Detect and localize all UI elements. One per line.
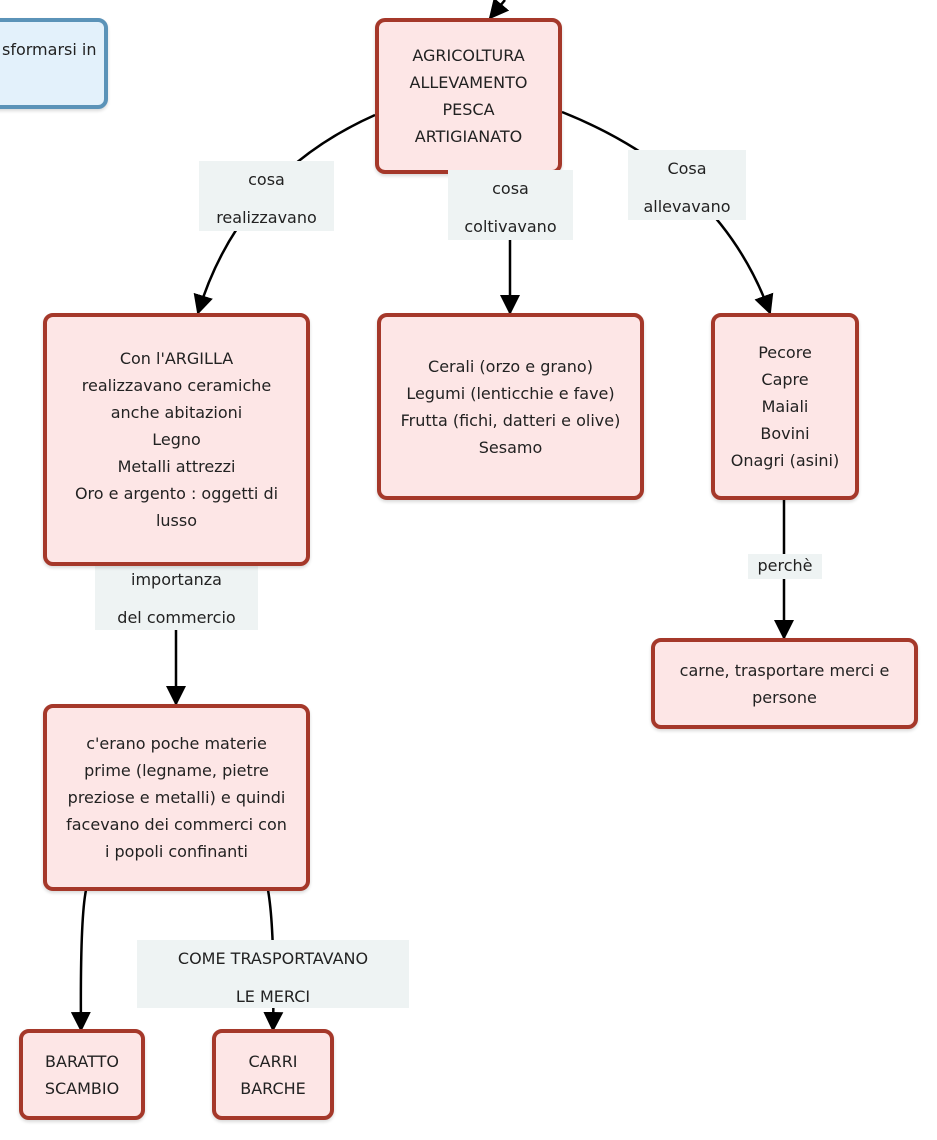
materie-prime-node[interactable]: c'erano poche materie prime (legname, pi… [43, 704, 310, 891]
baratto-node[interactable]: BARATTO SCAMBIO [19, 1029, 145, 1120]
label-allevavano: Cosa allevavano [628, 150, 746, 220]
allevamento-node-text: Pecore Capre Maiali Bovini Onagri (asini… [730, 343, 840, 470]
label-trasporto: COME TRASPORTAVANO LE MERCI [137, 940, 409, 1008]
label-perche: perchè [748, 554, 822, 579]
artigianato-node-text: Con l'ARGILLA realizzavano ceramiche anc… [74, 349, 279, 530]
coltivazioni-node[interactable]: Cerali (orzo e grano) Legumi (lenticchie… [377, 313, 644, 500]
connector-materie-to-baratto [70, 889, 91, 1032]
label-realizzavano: cosa realizzavano [199, 161, 334, 231]
carri-node-text: CARRI BARCHE [240, 1051, 306, 1098]
materie-prime-node-text: c'erano poche materie prime (legname, pi… [66, 734, 287, 861]
allevamento-node[interactable]: Pecore Capre Maiali Bovini Onagri (asini… [711, 313, 859, 500]
partial-node-text: sformarsi in [2, 40, 97, 59]
main-node[interactable]: AGRICOLTURA ALLEVAMENTO PESCA ARTIGIANAT… [375, 18, 562, 174]
uso-animali-node[interactable]: carne, trasportare merci e persone [651, 638, 918, 729]
artigianato-node[interactable]: Con l'ARGILLA realizzavano ceramiche anc… [43, 313, 310, 566]
main-node-text: AGRICOLTURA ALLEVAMENTO PESCA ARTIGIANAT… [409, 46, 528, 146]
coltivazioni-node-text: Cerali (orzo e grano) Legumi (lenticchie… [400, 356, 621, 457]
label-coltivavano: cosa coltivavano [448, 170, 573, 240]
connector-incoming [488, 0, 510, 20]
label-importanza: importanza del commercio [95, 561, 258, 630]
uso-animali-node-text: carne, trasportare merci e persone [679, 660, 890, 707]
baratto-node-text: BARATTO SCAMBIO [44, 1051, 120, 1098]
partial-node[interactable]: sformarsi in [0, 18, 108, 109]
carri-node[interactable]: CARRI BARCHE [212, 1029, 334, 1120]
